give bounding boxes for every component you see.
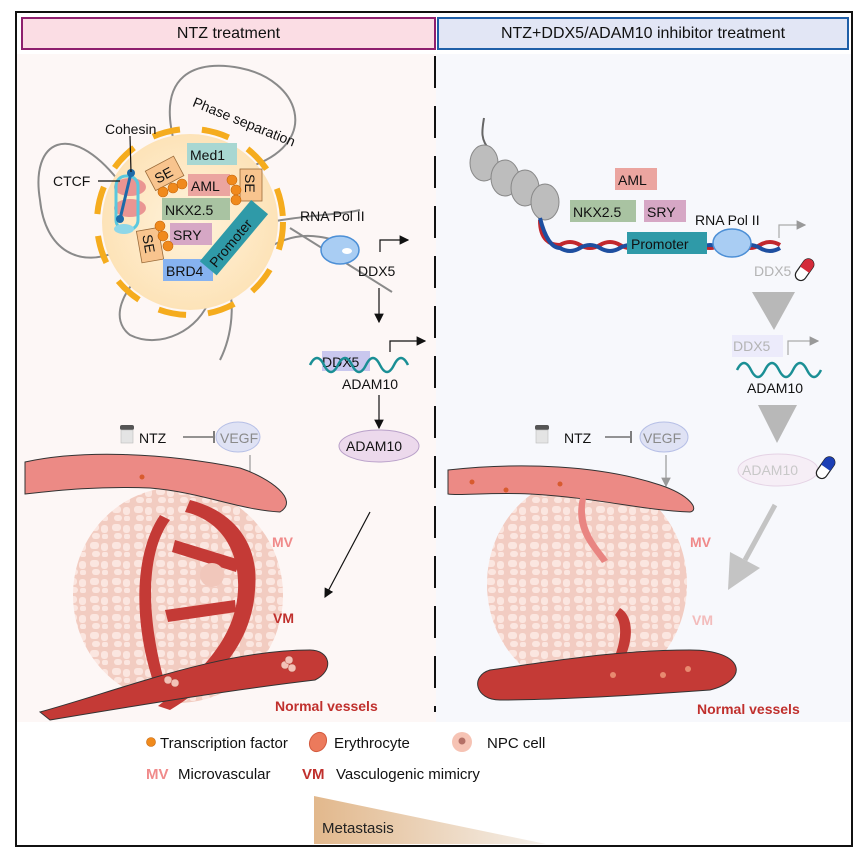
normal-vessels-label-right: Normal vessels xyxy=(697,701,800,717)
mv-label-left: MV xyxy=(272,534,294,550)
sry-label: SRY xyxy=(173,227,202,243)
super-enhancer-1: SE xyxy=(144,155,185,192)
nucleosome-chromatin xyxy=(469,117,560,221)
vegf-ellipse-left xyxy=(215,421,261,453)
arrow-adam10-to-vm xyxy=(324,511,371,599)
transcription-factor-dots xyxy=(154,174,242,252)
rna-pol-ii-label-left: RNA Pol II xyxy=(300,208,365,224)
svg-text:SE: SE xyxy=(242,174,258,193)
svg-text:SE: SE xyxy=(139,233,158,254)
aml-label: AML xyxy=(191,178,220,194)
gray-arrow-down-1 xyxy=(752,292,795,330)
adam10-protein-label-left: ADAM10 xyxy=(346,438,402,454)
ddx5-protein-right: DDX5 xyxy=(754,263,792,279)
ntz-drug-bottle-icon-right xyxy=(535,425,549,444)
super-enhancer-3: SE xyxy=(135,227,165,264)
normal-vessels-label-left: Normal vessels xyxy=(275,698,378,714)
vegf-label-left: VEGF xyxy=(220,430,258,446)
adam10-gene-label-right: ADAM10 xyxy=(747,380,803,396)
vm-fragment-right xyxy=(603,608,631,680)
ctcf-label: CTCF xyxy=(53,173,90,189)
promoter-label-right: Promoter xyxy=(631,236,689,252)
nkx25-label-right: NKX2.5 xyxy=(573,204,621,220)
sry-label-right: SRY xyxy=(647,204,676,220)
upper-vessel-left xyxy=(24,453,287,513)
nkx25-label: NKX2.5 xyxy=(165,202,213,218)
mrna-wave-left xyxy=(308,356,410,374)
ntz-label-right: NTZ xyxy=(564,430,592,446)
vegf-ellipse-right xyxy=(639,421,689,453)
rna-polymerase-icon-left xyxy=(320,235,360,265)
metastasis-gradient-wedge xyxy=(314,796,546,844)
mv-label-right: MV xyxy=(690,534,712,550)
promoter-box-right xyxy=(627,232,707,254)
mrna-wave-right xyxy=(735,361,823,379)
tumor-mass-right xyxy=(487,476,687,692)
adam10-protein-ellipse-left xyxy=(338,429,420,463)
legend-npc-cell: NPC cell xyxy=(487,735,545,752)
ddx5-gene-highlight xyxy=(322,351,370,371)
header-ntz-treatment: NTZ treatment xyxy=(21,17,436,50)
adam10-protein-label-right: ADAM10 xyxy=(742,462,798,478)
legend-vm-abbr: VM xyxy=(302,766,325,783)
gray-arrow-diagonal xyxy=(742,503,778,562)
legend-vasculogenic-mimicry: Vasculogenic mimicry xyxy=(336,766,480,783)
ddx5-protein-left: DDX5 xyxy=(358,263,396,279)
legend-mv-abbr: MV xyxy=(146,766,169,783)
gray-arrow-down-2 xyxy=(758,405,797,443)
vm-label-left: VM xyxy=(273,610,294,626)
ddx5-gene-highlight-right xyxy=(732,335,783,357)
adam10-gene-label-left: ADAM10 xyxy=(342,376,398,392)
aml-label-right: AML xyxy=(618,172,647,188)
ddx5-gene-label-right: DDX5 xyxy=(733,338,771,354)
cohesin-label: Cohesin xyxy=(105,121,156,137)
metastasis-label: Metastasis xyxy=(322,820,394,837)
adam10-inhibitor-pill-icon xyxy=(815,456,836,480)
legend-transcription-factor: Transcription factor xyxy=(160,735,288,752)
super-enhancer-2: SE xyxy=(239,168,263,202)
microvessel-sprout-right xyxy=(578,498,608,563)
header-combo-treatment: NTZ+DDX5/ADAM10 inhibitor treatment xyxy=(437,17,849,50)
erythrocyte-icon xyxy=(308,731,328,753)
lower-vessel-left xyxy=(38,649,328,721)
brd4-label: BRD4 xyxy=(166,263,204,279)
rna-pol-ii-label-right: RNA Pol II xyxy=(695,212,760,228)
svg-text:SE: SE xyxy=(152,164,176,187)
med1-label: Med1 xyxy=(190,147,225,163)
legend-microvascular: Microvascular xyxy=(178,766,271,783)
cohesin-ring xyxy=(114,169,146,234)
ntz-drug-bottle-icon-left xyxy=(120,425,134,444)
upper-vessel-right xyxy=(447,465,695,513)
npc-cells-in-vessel-left xyxy=(163,655,297,688)
vm-label-right: VM xyxy=(692,612,713,628)
vegf-label-right: VEGF xyxy=(643,430,681,446)
legend-erythrocyte: Erythrocyte xyxy=(334,735,410,752)
condensate-boundary xyxy=(94,126,286,318)
transcription-factor-icon xyxy=(146,737,156,747)
ddx5-inhibitor-pill-icon xyxy=(794,258,815,282)
ntz-label-left: NTZ xyxy=(139,430,167,446)
rna-polymerase-icon-right xyxy=(712,228,752,258)
lower-vessel-right xyxy=(477,649,737,701)
